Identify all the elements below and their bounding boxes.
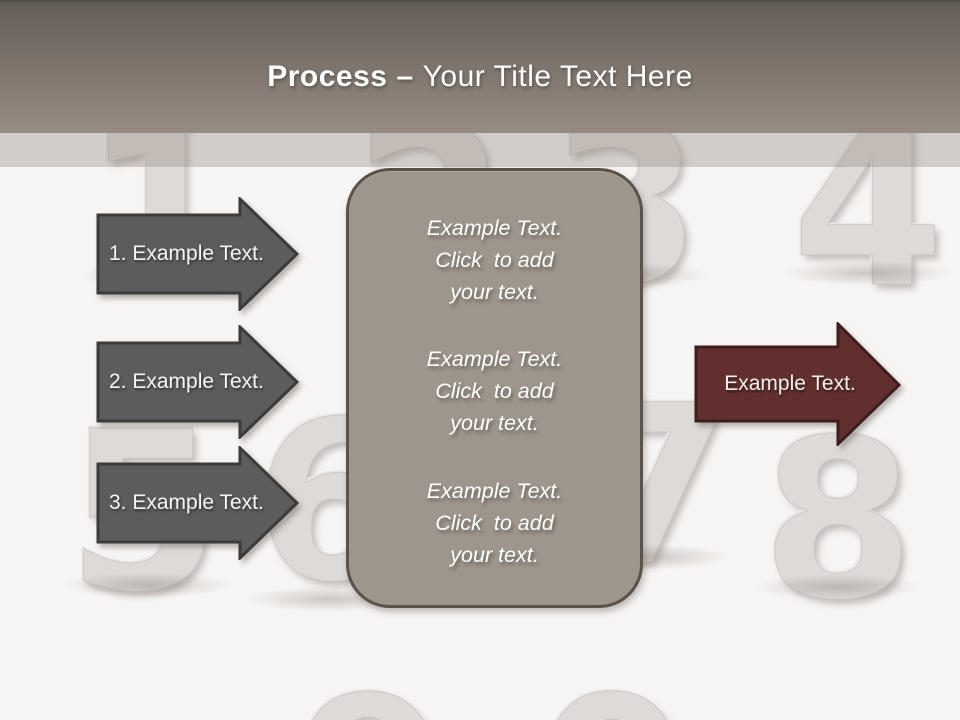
right-arrow-shape-icon xyxy=(96,325,299,439)
right-arrow-shape-icon xyxy=(694,322,901,446)
step-arrow-1-label: 1. Example Text. xyxy=(109,242,264,265)
header-underlay-band xyxy=(0,133,960,167)
step-arrow-1[interactable]: 1. Example Text. xyxy=(96,197,299,311)
output-arrow[interactable]: Example Text. xyxy=(694,322,901,446)
output-arrow-label: Example Text. xyxy=(724,372,856,395)
slide-header: Process–Your Title Text Here xyxy=(0,0,960,133)
center-text-box[interactable]: Example Text. Click to add your text. Ex… xyxy=(346,168,643,608)
slide-title[interactable]: Process–Your Title Text Here xyxy=(267,60,693,94)
placeholder-text-block-1[interactable]: Example Text. Click to add your text. xyxy=(426,216,563,304)
step-arrow-3[interactable]: 3. Example Text. xyxy=(96,446,299,560)
slide-title-placeholder: Your Title Text Here xyxy=(422,59,693,93)
background-number-4: 4 xyxy=(791,80,945,336)
step-arrow-2-label: 2. Example Text. xyxy=(109,370,264,393)
step-arrow-3-label: 3. Example Text. xyxy=(109,491,264,514)
number-floor-shadow xyxy=(753,574,923,600)
number-floor-shadow xyxy=(783,260,953,286)
right-arrow-shape-icon xyxy=(96,197,299,311)
background-number-9: 9 xyxy=(295,668,449,720)
number-floor-shadow xyxy=(63,572,233,598)
background-number-0: 0 xyxy=(535,668,689,720)
right-arrow-shape-icon xyxy=(96,446,299,560)
slide-title-keyword: Process xyxy=(267,59,388,93)
background-number-8: 8 xyxy=(761,392,915,648)
placeholder-text-block-2[interactable]: Example Text. Click to add your text. xyxy=(426,347,563,436)
step-arrow-2[interactable]: 2. Example Text. xyxy=(96,325,299,439)
slide-title-dash: – xyxy=(396,59,414,93)
placeholder-text-block-3[interactable]: Example Text. Click to add your text. xyxy=(426,478,563,567)
